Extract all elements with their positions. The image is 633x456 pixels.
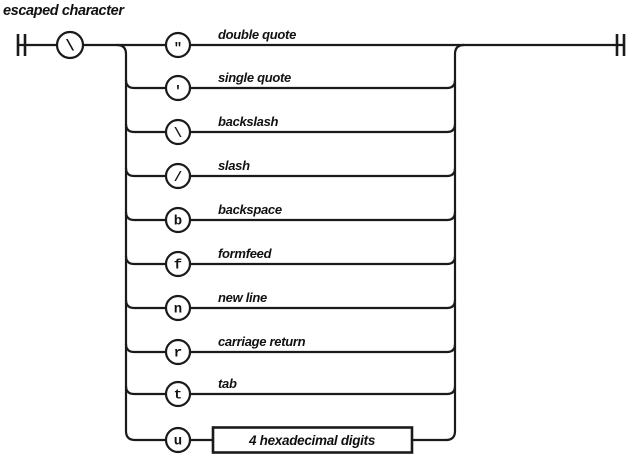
rail-backspace	[124, 211, 457, 222]
double-quote-symbol: "	[174, 41, 182, 57]
carriage-return-label: carriage return	[218, 334, 306, 349]
option-backslash: \ backslash	[164, 114, 279, 146]
single-quote-symbol: '	[174, 84, 182, 100]
slash-label: slash	[218, 158, 250, 173]
option-backspace: b backspace	[164, 202, 282, 234]
formfeed-circle	[164, 250, 192, 278]
rail-carriage-return	[124, 343, 457, 354]
tab-circle	[164, 380, 192, 408]
slash-circle	[164, 162, 192, 190]
rail-formfeed	[124, 255, 457, 266]
escape-symbol: \	[65, 38, 75, 56]
escape-circle	[55, 30, 85, 60]
double-quote-label: double quote	[218, 27, 296, 42]
unicode-symbol: u	[174, 434, 182, 450]
backspace-label: backspace	[218, 202, 282, 217]
new-line-symbol: n	[174, 302, 182, 318]
rail-tab	[124, 385, 457, 396]
unicode-circle	[164, 426, 192, 454]
hex-digits-box	[211, 426, 414, 454]
option-new-line: n new line	[164, 290, 267, 322]
branch-left-vertical	[116, 43, 136, 442]
option-formfeed: f formfeed	[164, 246, 273, 278]
option-single-quote: ' single quote	[164, 70, 291, 102]
option-carriage-return: r carriage return	[164, 334, 306, 366]
single-quote-label: single quote	[218, 70, 291, 85]
backslash-circle	[164, 118, 192, 146]
backslash-label: backslash	[218, 114, 279, 129]
backslash-symbol: \	[174, 126, 182, 142]
new-line-label: new line	[218, 290, 267, 305]
carriage-return-symbol: r	[174, 346, 182, 362]
diagram-title: escaped character	[3, 3, 125, 19]
hex-digits-label: 4 hexadecimal digits	[248, 433, 376, 448]
option-slash: / slash	[164, 158, 250, 190]
branch-right-vertical	[445, 43, 465, 442]
carriage-return-circle	[164, 338, 192, 366]
option-unicode: u 4 hexadecimal digits	[164, 426, 414, 454]
backspace-circle	[164, 206, 192, 234]
formfeed-symbol: f	[174, 258, 182, 274]
slash-symbol: /	[174, 170, 182, 186]
tab-symbol: t	[174, 388, 182, 404]
option-double-quote: " double quote	[164, 27, 296, 59]
option-tab: t tab	[164, 376, 237, 408]
formfeed-label: formfeed	[218, 246, 273, 261]
rail-new-line	[124, 299, 457, 310]
rail-slash	[124, 167, 457, 178]
rail-single-quote	[124, 79, 457, 90]
backspace-symbol: b	[174, 214, 182, 230]
node-escape-backslash: \	[55, 30, 85, 60]
rail-backslash	[124, 123, 457, 134]
tab-label: tab	[218, 376, 237, 391]
double-quote-circle	[164, 31, 192, 59]
single-quote-circle	[164, 74, 192, 102]
new-line-circle	[164, 294, 192, 322]
